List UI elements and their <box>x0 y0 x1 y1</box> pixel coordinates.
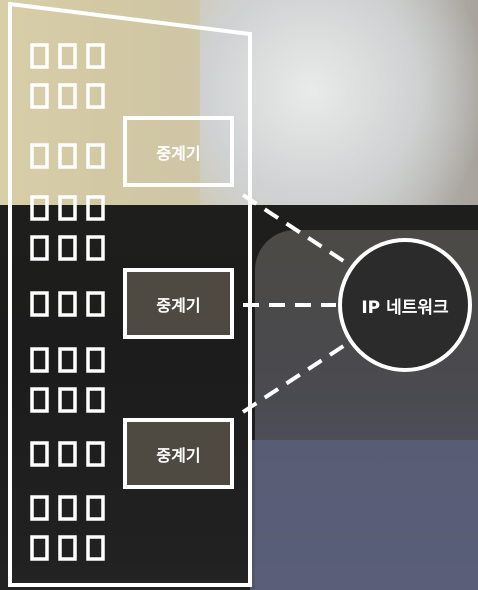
building-window <box>58 535 77 561</box>
building-window <box>86 387 105 413</box>
building-outline <box>8 1 252 587</box>
repeater-box-3 <box>123 418 234 489</box>
network-circle <box>338 238 472 372</box>
network-label: IP 네트워크 <box>361 297 449 318</box>
building-window <box>86 43 105 69</box>
repeater-label-3: 중계기 <box>156 445 201 465</box>
building-window <box>30 83 49 109</box>
repeater-label-2: 중계기 <box>156 295 201 315</box>
building-window <box>58 291 77 317</box>
building-window <box>30 235 49 261</box>
building-window <box>58 195 77 221</box>
building-window <box>30 143 49 169</box>
building-window <box>86 535 105 561</box>
link-repeater-1-network <box>241 193 347 264</box>
building-window <box>86 195 105 221</box>
building-window <box>58 387 77 413</box>
building-window <box>30 195 49 221</box>
building-window <box>86 235 105 261</box>
building-window <box>58 347 77 373</box>
building-window <box>86 143 105 169</box>
building-window <box>86 495 105 521</box>
building-window <box>58 235 77 261</box>
building-window <box>30 347 49 373</box>
building-window <box>30 495 49 521</box>
building-windows <box>30 43 105 561</box>
repeater-label-1: 중계기 <box>156 143 201 163</box>
building-window <box>86 83 105 109</box>
building-window <box>58 143 77 169</box>
building-window <box>86 291 105 317</box>
repeater-box-1 <box>123 116 234 187</box>
building-window <box>86 441 105 467</box>
link-repeater-3-network <box>241 343 347 414</box>
building-window <box>58 43 77 69</box>
building-window <box>30 43 49 69</box>
building-window <box>86 347 105 373</box>
building-window <box>30 291 49 317</box>
building-window <box>30 387 49 413</box>
repeater-box-2 <box>123 268 234 339</box>
building-window <box>30 441 49 467</box>
building-window <box>58 495 77 521</box>
background-pants-lower <box>250 440 478 590</box>
building-window <box>58 441 77 467</box>
building-window <box>58 83 77 109</box>
building-window <box>30 535 49 561</box>
